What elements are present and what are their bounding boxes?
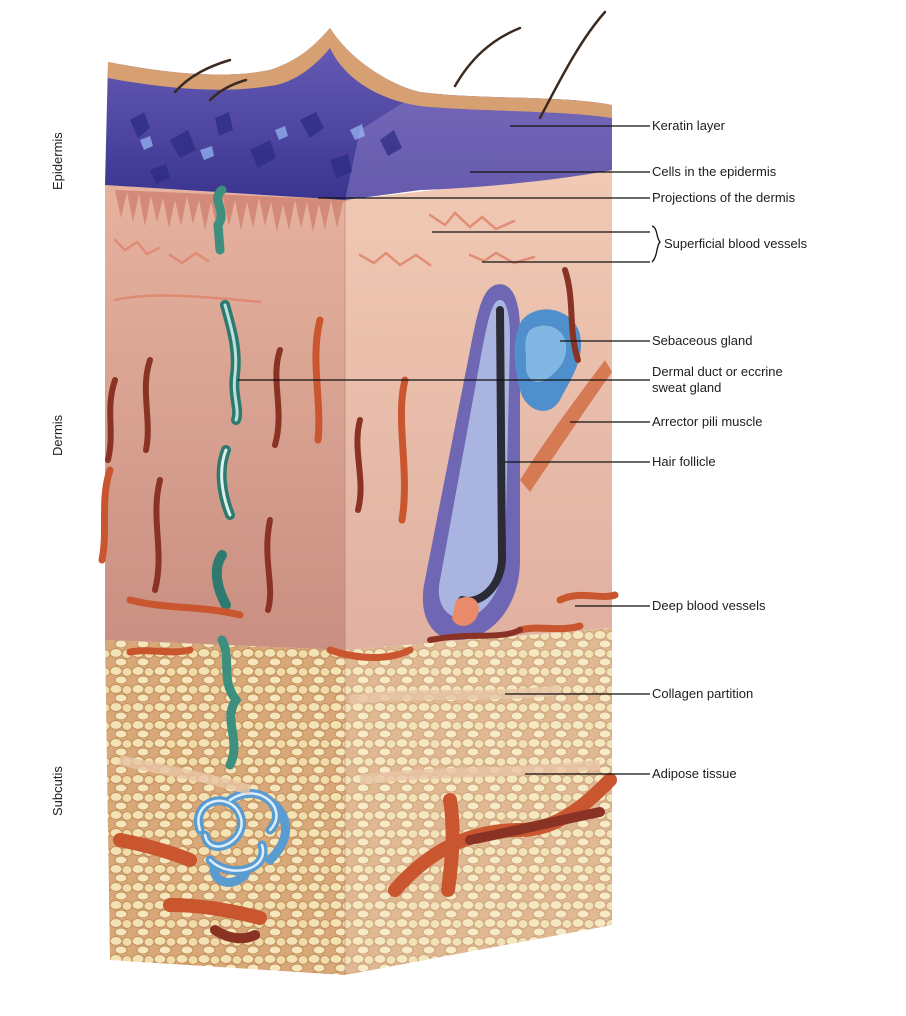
layer-label-dermis: Dermis: [50, 415, 65, 456]
layer-label-epidermis: Epidermis: [50, 132, 65, 190]
label-projections-of-dermis: Projections of the dermis: [652, 190, 795, 206]
label-hair-follicle: Hair follicle: [652, 454, 716, 470]
label-cells-in-epidermis: Cells in the epidermis: [652, 164, 776, 180]
label-keratin-layer: Keratin layer: [652, 118, 725, 134]
label-sebaceous-gland: Sebaceous gland: [652, 333, 752, 349]
label-superficial-blood-vessels: Superficial blood vessels: [664, 236, 807, 252]
label-arrector-pili-muscle: Arrector pili muscle: [652, 414, 763, 430]
label-adipose-tissue: Adipose tissue: [652, 766, 737, 782]
layer-label-subcutis: Subcutis: [50, 766, 65, 816]
subcutis-block: [105, 628, 612, 975]
label-collagen-partition: Collagen partition: [652, 686, 753, 702]
epidermis-layer: [105, 28, 612, 200]
label-dermal-duct: Dermal duct or eccrine sweat gland: [652, 364, 783, 396]
label-deep-blood-vessels: Deep blood vessels: [652, 598, 765, 614]
